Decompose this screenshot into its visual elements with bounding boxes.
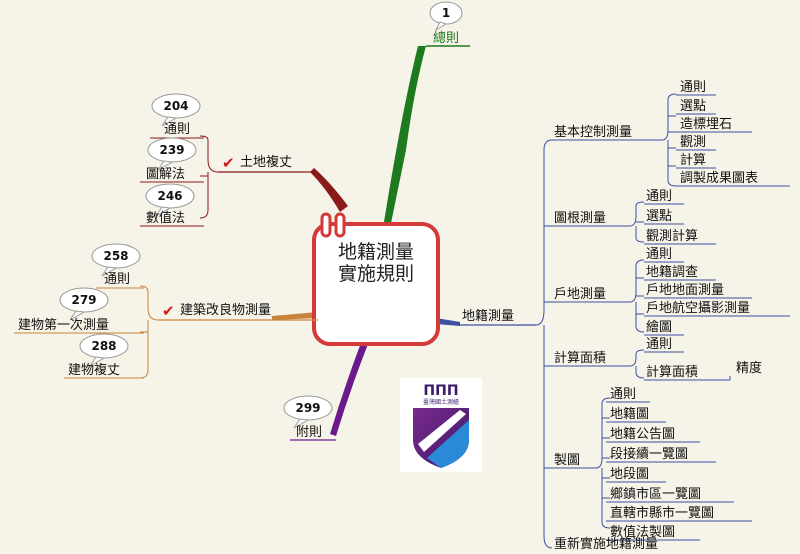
land-item-1[interactable]: 204 通則 xyxy=(150,93,204,139)
land-item-3-label: 數值法 xyxy=(146,210,185,226)
basic-item-2[interactable]: 選點 xyxy=(680,99,706,114)
building-item-2[interactable]: 279 建物第一次測量 xyxy=(14,287,144,334)
mapping-item-8[interactable]: 數值法製圖 xyxy=(610,524,675,540)
area-subitem-accuracy[interactable]: 精度 xyxy=(736,360,762,376)
mapping-item-4[interactable]: 段接續一覽圖 xyxy=(610,446,688,462)
land-item-2[interactable]: 239 圖解法 xyxy=(140,137,204,183)
traverse-item-1[interactable]: 通則 xyxy=(646,189,672,204)
group-mapping-label: 製圖 xyxy=(554,453,580,468)
building-item-1[interactable]: 258 通則 xyxy=(91,243,144,289)
branch-appendix xyxy=(330,340,368,436)
building-item-3-number: 288 xyxy=(91,339,116,353)
building-item-2-number: 279 xyxy=(71,293,96,307)
check-icon: ✔ xyxy=(162,302,175,320)
node-general[interactable]: 1 總則 xyxy=(426,1,470,47)
group-parcel-label: 戶地測量 xyxy=(554,287,606,302)
cadastral-label[interactable]: 地籍測量 xyxy=(462,308,514,324)
basic-item-3[interactable]: 造標埋石 xyxy=(680,117,732,132)
appendix-number: 299 xyxy=(295,401,320,415)
basic-item-6[interactable]: 調製成果圖表 xyxy=(680,171,758,186)
group-mapping[interactable]: 製圖 通則 地籍圖 地籍公告圖 段接續一覽圖 地段圖 鄉鎮市區一覽圖 直轄市縣市… xyxy=(552,387,752,541)
building-group: ✔ 建築改良物測量 258 通則 279 建物第一次測量 288 建物複丈 xyxy=(14,243,318,379)
basic-item-5[interactable]: 計算 xyxy=(680,152,706,168)
group-parcel[interactable]: 戶地測量 通則 地籍調查 戶地地面測量 戶地航空攝影測量 繪圖 xyxy=(552,247,790,336)
building-item-3[interactable]: 288 建物複丈 xyxy=(64,333,144,379)
land-item-2-label: 圖解法 xyxy=(146,167,185,182)
group-area-label: 計算面積 xyxy=(554,350,606,366)
group-resurvey[interactable]: 重新實施地籍測量 xyxy=(554,536,658,552)
mapping-item-6[interactable]: 鄉鎮市區一覽圖 xyxy=(610,486,701,502)
cadastral-branch: 地籍測量 基本控制測量 通則 選點 造標埋石 觀測 計算 xyxy=(458,80,790,552)
building-item-1-number: 258 xyxy=(103,249,128,263)
branch-general xyxy=(383,46,426,228)
parcel-item-2[interactable]: 地籍調查 xyxy=(646,264,698,280)
general-label: 總則 xyxy=(433,30,459,46)
central-title-line2: 實施規則 xyxy=(338,263,414,285)
branch-land xyxy=(310,168,348,212)
group-resurvey-label: 重新實施地籍測量 xyxy=(554,536,658,552)
building-item-3-label: 建物複丈 xyxy=(68,362,120,378)
logo-mark-icon: ΠΠΠ xyxy=(423,383,458,399)
mapping-item-7[interactable]: 直轄市縣市一覽圖 xyxy=(610,505,714,521)
group-traverse-label: 圖根測量 xyxy=(554,211,606,226)
traverse-item-3[interactable]: 觀測計算 xyxy=(646,228,698,244)
branch-cadastral xyxy=(436,318,460,326)
parcel-item-1[interactable]: 通則 xyxy=(646,247,672,262)
area-item-2[interactable]: 計算面積 xyxy=(646,364,698,380)
mapping-item-2[interactable]: 地籍圖 xyxy=(610,406,649,422)
appendix-label: 附則 xyxy=(296,425,322,440)
basic-item-1[interactable]: 通則 xyxy=(680,80,706,95)
land-item-1-number: 204 xyxy=(163,99,188,113)
parcel-item-5[interactable]: 繪圖 xyxy=(646,319,672,335)
group-area[interactable]: 計算面積 通則 計算面積 精度 xyxy=(552,337,762,381)
mapping-item-3[interactable]: 地籍公告圖 xyxy=(610,426,675,442)
general-number: 1 xyxy=(442,6,450,20)
central-title-line1: 地籍測量 xyxy=(338,241,414,263)
branch-building xyxy=(272,312,318,320)
land-item-2-number: 239 xyxy=(159,143,184,157)
traverse-item-2[interactable]: 選點 xyxy=(646,209,672,224)
logo: ΠΠΠ 臺灣國土測繪 xyxy=(400,378,482,472)
building-item-2-label: 建物第一次測量 xyxy=(18,317,109,333)
parcel-item-3[interactable]: 戶地地面測量 xyxy=(646,283,724,298)
basic-item-4[interactable]: 觀測 xyxy=(680,135,706,150)
group-traverse[interactable]: 圖根測量 通則 選點 觀測計算 xyxy=(552,189,716,245)
land-item-1-label: 通則 xyxy=(164,122,190,137)
mapping-item-1[interactable]: 通則 xyxy=(610,387,636,402)
check-icon: ✔ xyxy=(222,154,235,172)
area-item-1[interactable]: 通則 xyxy=(646,337,672,352)
group-basic-control-label: 基本控制測量 xyxy=(554,125,632,140)
group-basic-control[interactable]: 基本控制測量 通則 選點 造標埋石 觀測 計算 調製成果圖表 xyxy=(552,80,790,187)
central-node[interactable]: 地籍測量 實施規則 xyxy=(312,212,440,346)
building-item-1-label: 通則 xyxy=(104,272,130,287)
land-item-3[interactable]: 246 數值法 xyxy=(140,183,204,227)
node-appendix[interactable]: 299 附則 xyxy=(283,395,336,441)
land-item-3-number: 246 xyxy=(157,189,182,203)
land-restore-group: ✔ 土地複丈 204 通則 239 圖解法 246 數值法 xyxy=(140,93,312,227)
logo-text: 臺灣國土測繪 xyxy=(423,398,459,406)
parcel-item-4[interactable]: 戶地航空攝影測量 xyxy=(646,300,750,316)
building-label[interactable]: 建築改良物測量 xyxy=(180,302,271,318)
land-restore-label[interactable]: 土地複丈 xyxy=(240,154,292,170)
mapping-item-5[interactable]: 地段圖 xyxy=(610,467,649,482)
